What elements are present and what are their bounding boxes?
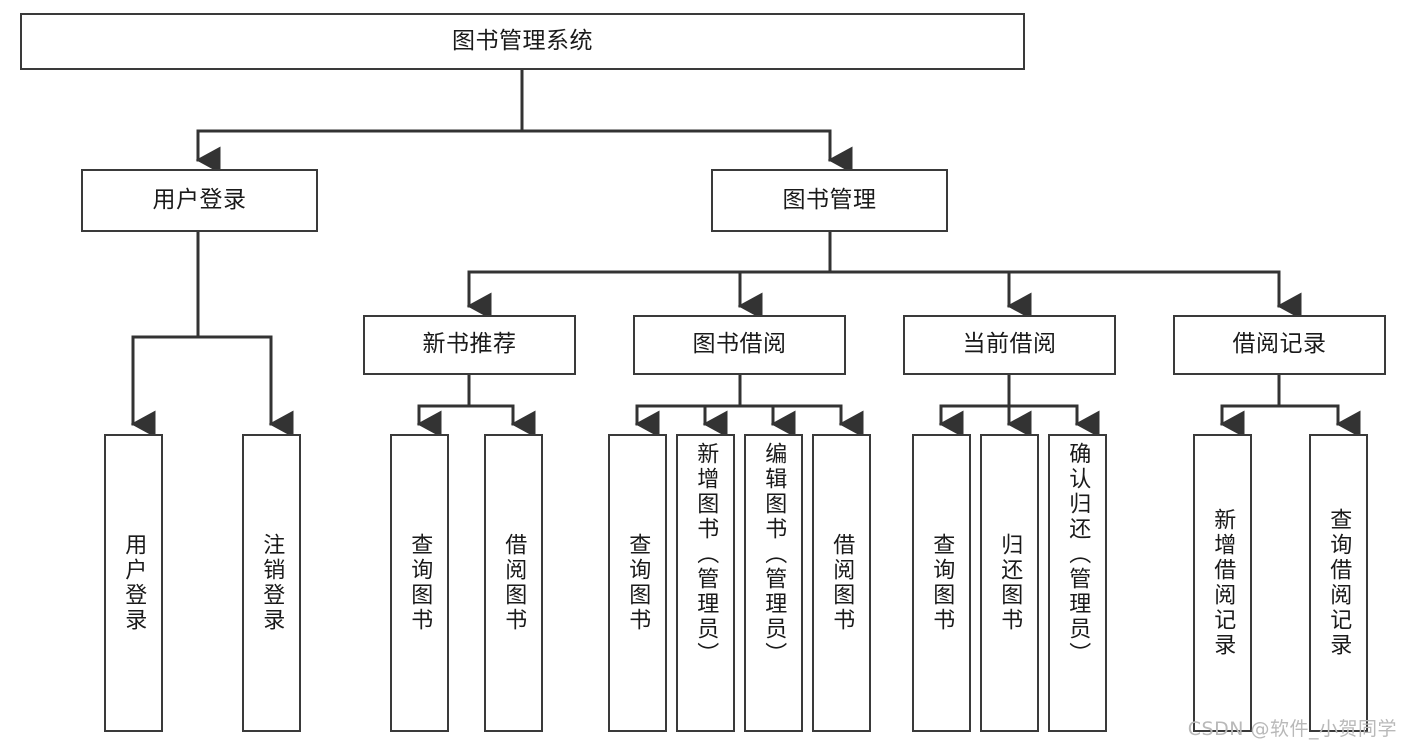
node-user-login[interactable]: 用户登录 xyxy=(81,169,318,232)
node-label: 确认归还（管理员） xyxy=(1065,442,1091,667)
node-label: 新书推荐 xyxy=(422,331,517,358)
leaf-current-confirm-return-admin[interactable]: 确认归还（管理员） xyxy=(1048,434,1107,732)
leaf-borrow-query-book[interactable]: 查询图书 xyxy=(608,434,667,732)
leaf-user-login-login[interactable]: 用户登录 xyxy=(104,434,163,732)
leaf-borrow-add-book-admin[interactable]: 新增图书（管理员） xyxy=(676,434,735,732)
node-book-borrow[interactable]: 图书借阅 xyxy=(633,315,846,375)
node-label: 注销登录 xyxy=(259,533,285,633)
node-label: 当前借阅 xyxy=(962,331,1057,358)
leaf-borrow-borrow-book[interactable]: 借阅图书 xyxy=(812,434,871,732)
node-label: 借阅图书 xyxy=(501,533,527,633)
leaf-record-add-borrow-record[interactable]: 新增借阅记录 xyxy=(1193,434,1252,732)
node-label: 归还图书 xyxy=(997,533,1023,633)
node-label: 新增图书（管理员） xyxy=(693,442,719,667)
node-label: 图书管理系统 xyxy=(452,27,593,54)
node-label: 图书借阅 xyxy=(692,331,787,358)
leaf-borrow-edit-book-admin[interactable]: 编辑图书（管理员） xyxy=(744,434,803,732)
node-current-borrow[interactable]: 当前借阅 xyxy=(903,315,1116,375)
node-label: 图书管理 xyxy=(782,186,877,213)
leaf-recommend-query-book[interactable]: 查询图书 xyxy=(390,434,449,732)
node-label: 用户登录 xyxy=(152,186,247,213)
node-label: 查询图书 xyxy=(929,533,955,633)
leaf-current-return-book[interactable]: 归还图书 xyxy=(980,434,1039,732)
node-label: 新增借阅记录 xyxy=(1210,508,1236,658)
node-book-management[interactable]: 图书管理 xyxy=(711,169,948,232)
node-borrow-record[interactable]: 借阅记录 xyxy=(1173,315,1386,375)
leaf-record-query-borrow-record[interactable]: 查询借阅记录 xyxy=(1309,434,1368,732)
node-label: 查询图书 xyxy=(407,533,433,633)
leaf-recommend-borrow-book[interactable]: 借阅图书 xyxy=(484,434,543,732)
node-label: 查询图书 xyxy=(625,533,651,633)
node-label: 用户登录 xyxy=(121,533,147,633)
node-label: 编辑图书（管理员） xyxy=(761,442,787,667)
leaf-current-query-book[interactable]: 查询图书 xyxy=(912,434,971,732)
node-label: 查询借阅记录 xyxy=(1326,508,1352,658)
node-root-book-management-system[interactable]: 图书管理系统 xyxy=(20,13,1025,70)
node-label: 借阅图书 xyxy=(829,533,855,633)
node-label: 借阅记录 xyxy=(1232,331,1327,358)
leaf-user-login-logout[interactable]: 注销登录 xyxy=(242,434,301,732)
node-new-book-recommend[interactable]: 新书推荐 xyxy=(363,315,576,375)
